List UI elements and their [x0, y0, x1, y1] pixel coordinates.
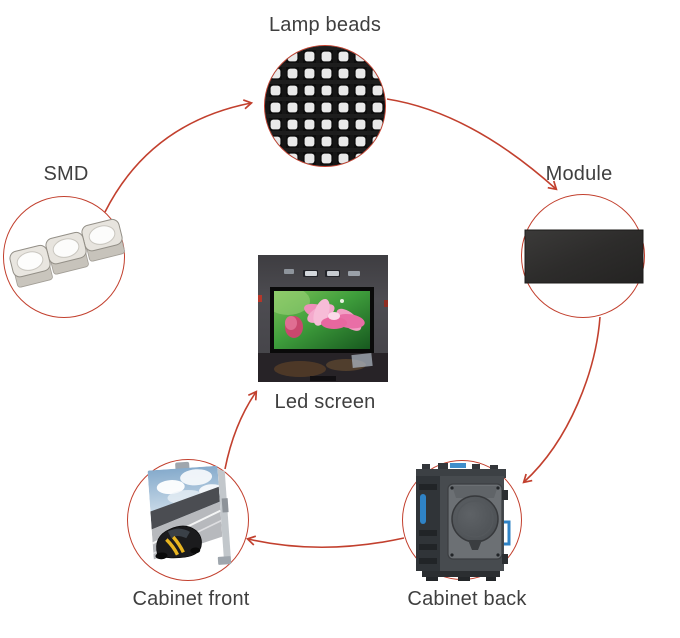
led-screen-label: Led screen [274, 391, 376, 413]
lamp-beads-label: Lamp beads [268, 14, 382, 36]
cabinet-back-label: Cabinet back [407, 588, 527, 610]
arrow-cabinet-back-to-cabinet-front [245, 535, 405, 549]
led-screen-image [258, 255, 388, 382]
cabinet-back-image [416, 463, 511, 581]
arrow-smd-to-lamp-beads [104, 99, 254, 213]
arrow-lamp-beads-to-module [386, 98, 558, 191]
arrow-cabinet-front-to-led-screen [224, 390, 258, 470]
arrow-module-to-cabinet-back [522, 316, 601, 484]
lamp-beads-matrix-image [265, 46, 385, 166]
smd-chips-image [9, 218, 125, 288]
module-panel-image [524, 229, 644, 284]
lamp-beads-circle [264, 45, 386, 167]
cabinet-front-image [147, 461, 232, 565]
smd-label: SMD [43, 163, 89, 185]
cabinet-front-label: Cabinet front [132, 588, 250, 610]
module-label: Module [545, 163, 613, 185]
